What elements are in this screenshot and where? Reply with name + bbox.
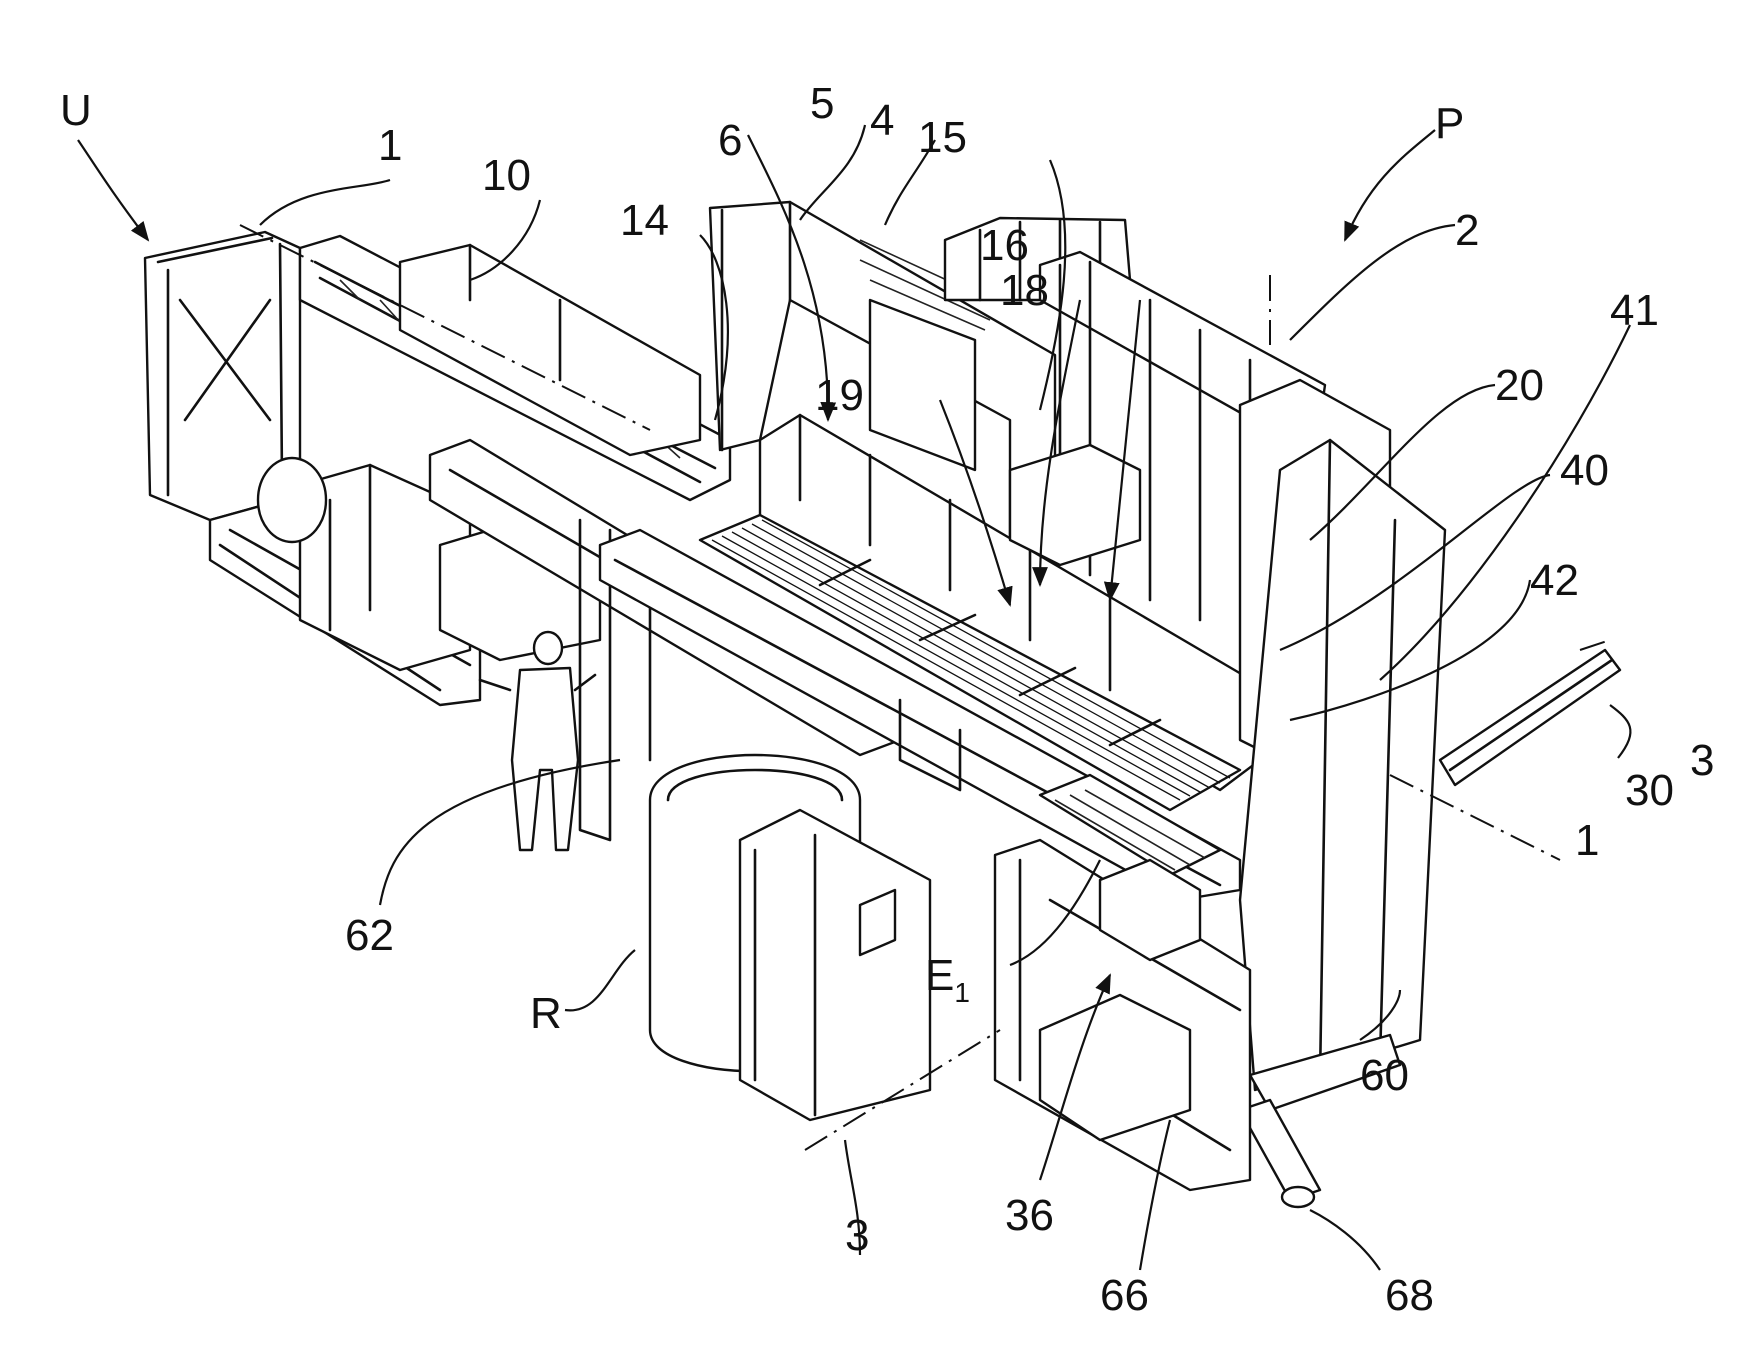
- label-41: 41: [1610, 286, 1659, 335]
- label-36: 36: [1005, 1191, 1054, 1240]
- grating-platform: [698, 513, 1242, 812]
- label-E1-main: E: [925, 951, 954, 1000]
- label-20: 20: [1495, 361, 1544, 410]
- label-U: U: [60, 86, 92, 135]
- label-42: 42: [1530, 556, 1579, 605]
- label-1-top: 1: [378, 121, 402, 170]
- label-18: 18: [1000, 266, 1049, 315]
- label-10: 10: [482, 151, 531, 200]
- label-3-bottom: 3: [845, 1211, 869, 1260]
- reference-labels: U 1 10 14 6 5 4 15 P 16 18 2 19 20 41 40…: [60, 79, 1714, 1320]
- operator-figure: [478, 630, 597, 852]
- axis-lines: [239, 224, 1611, 1151]
- label-60: 60: [1360, 1051, 1409, 1100]
- label-15: 15: [918, 113, 967, 162]
- label-6: 6: [718, 116, 742, 165]
- label-4: 4: [870, 96, 894, 145]
- label-E1: E1: [925, 951, 970, 1008]
- label-30: 30: [1625, 766, 1674, 815]
- label-16: 16: [980, 221, 1029, 270]
- label-19: 19: [815, 371, 864, 420]
- label-3-right: 3: [1690, 736, 1714, 785]
- label-68: 68: [1385, 1271, 1434, 1320]
- label-62: 62: [345, 911, 394, 960]
- label-P: P: [1435, 99, 1464, 148]
- label-1-right: 1: [1575, 816, 1599, 865]
- label-40: 40: [1560, 446, 1609, 495]
- label-66: 66: [1100, 1271, 1149, 1320]
- label-14: 14: [620, 196, 669, 245]
- label-2: 2: [1455, 206, 1479, 255]
- label-R: R: [530, 989, 562, 1038]
- leader-lines: [77, 124, 1632, 1271]
- receptacle-r: [648, 753, 932, 1122]
- label-5: 5: [810, 79, 834, 128]
- label-E1-subscript: 1: [954, 977, 970, 1008]
